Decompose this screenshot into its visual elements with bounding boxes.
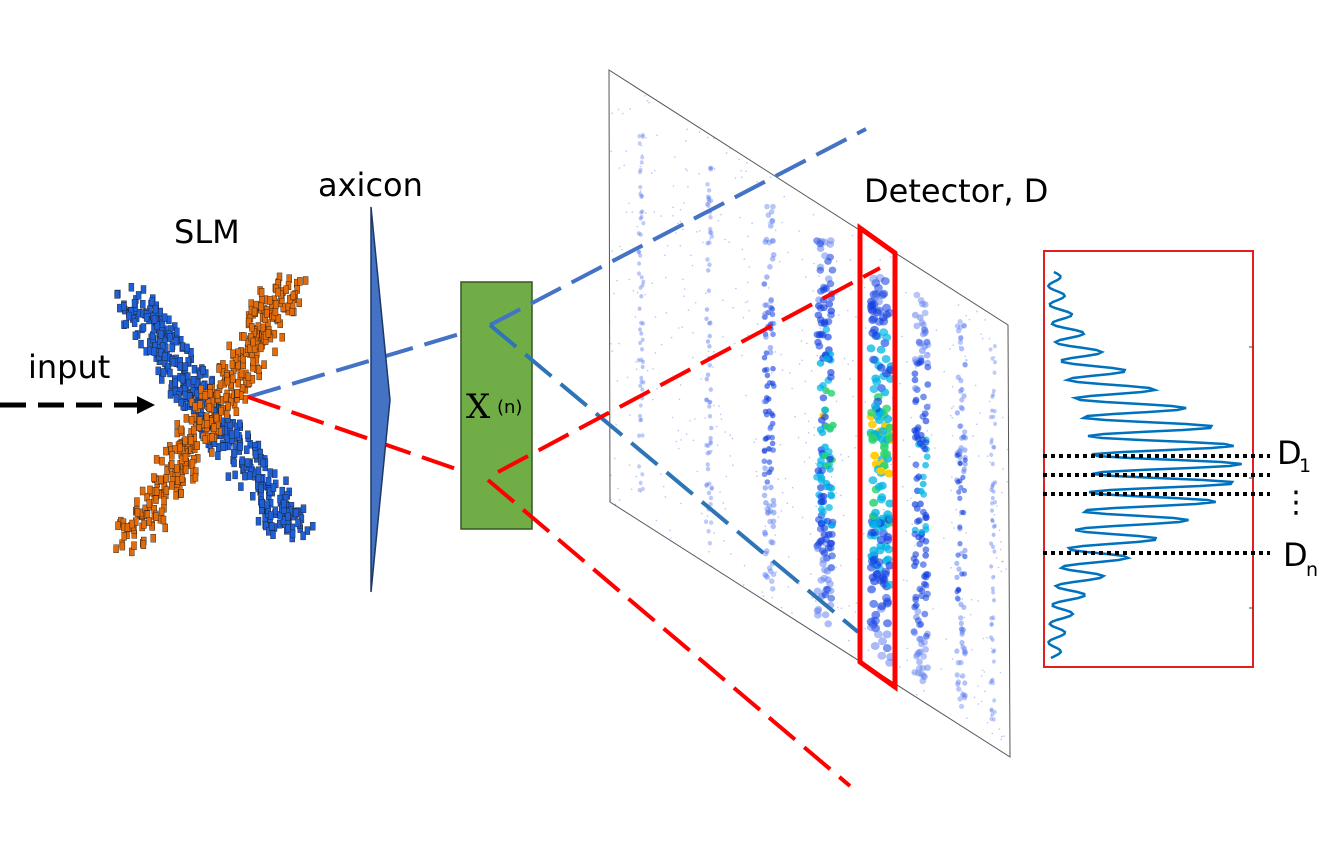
- d1-label: D: [1277, 434, 1302, 472]
- intensity-profile-panel: [1043, 250, 1254, 668]
- intensity-profile-curve: [1046, 270, 1242, 660]
- crystal-label: X: [466, 387, 491, 427]
- dn-subscript: n: [1306, 559, 1318, 581]
- crystal-order-label: (n): [497, 397, 522, 418]
- detector-label: Detector, D: [864, 172, 1048, 210]
- slm-label: SLM: [174, 213, 240, 251]
- selected-detector-column: [857, 223, 898, 692]
- sampling-lines: [1043, 454, 1270, 555]
- output-beams: [486, 127, 881, 788]
- nonlinear-crystal: X (n): [460, 281, 533, 530]
- input-label: input: [28, 348, 110, 386]
- dn-label: D: [1283, 536, 1308, 574]
- input-beam: [0, 396, 155, 414]
- ellipsis-label: ⋮: [1281, 485, 1311, 520]
- axicon-icon: [370, 206, 391, 593]
- slm-pattern: [113, 272, 316, 557]
- axicon-label: axicon: [318, 166, 423, 204]
- detector-plane: [608, 69, 1011, 758]
- detector-interference-pattern: [608, 95, 1009, 741]
- d1-subscript: 1: [1299, 455, 1311, 477]
- beam-lines: [247, 323, 491, 482]
